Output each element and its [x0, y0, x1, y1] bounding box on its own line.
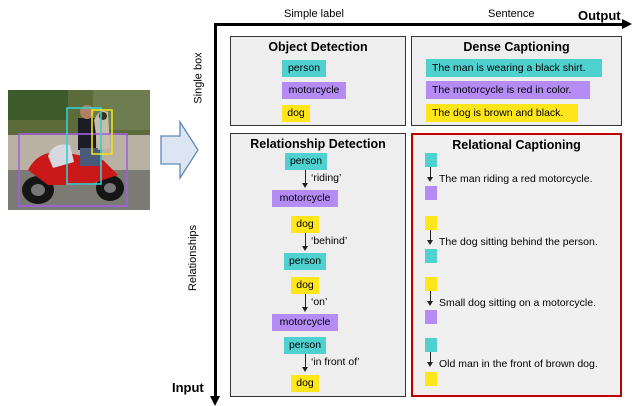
triple-2-subject: dog	[291, 216, 319, 233]
caption-3-arrowhead	[427, 301, 433, 306]
caption-4-subject-marker	[425, 338, 437, 352]
output-label: Output	[578, 8, 621, 23]
input-photo	[8, 90, 150, 210]
triple-2-arrowhead	[302, 246, 308, 251]
triple-3-subject: dog	[291, 277, 319, 294]
dense-caption-1: The man is wearing a black shirt.	[426, 59, 602, 77]
relationship-detection-panel: Relationship Detection person ‘riding’ m…	[230, 133, 406, 397]
row-header-relationships: Relationships	[187, 224, 200, 292]
relationship-detection-title: Relationship Detection	[250, 137, 386, 151]
object-detection-title: Object Detection	[268, 40, 368, 54]
row-header-single-box: Single box	[192, 52, 205, 104]
input-axis-arrowhead	[210, 396, 220, 406]
caption-4-arrow-line	[430, 352, 431, 363]
caption-1-text: The man riding a red motorcycle.	[439, 173, 593, 185]
triple-4-arrowhead	[302, 367, 308, 372]
triple-3-arrowhead	[302, 307, 308, 312]
caption-1-object-marker	[425, 186, 437, 200]
relational-captioning-title: Relational Captioning	[452, 138, 581, 152]
caption-2-text: The dog sitting behind the person.	[439, 236, 598, 248]
triple-2-object: person	[284, 253, 326, 270]
triple-2-predicate: ‘behind’	[311, 235, 348, 247]
triple-1-subject: person	[285, 153, 327, 170]
triple-4-arrow-line	[305, 354, 306, 368]
dense-captioning-panel: Dense Captioning The man is wearing a bl…	[411, 36, 622, 126]
triple-2-arrow-line	[305, 233, 306, 247]
triple-1-arrowhead	[302, 183, 308, 188]
input-label: Input	[172, 380, 204, 395]
input-axis-line	[214, 23, 217, 399]
triple-4-predicate: ‘in front of’	[311, 356, 360, 368]
caption-2-arrow-line	[430, 230, 431, 241]
caption-2-arrowhead	[427, 240, 433, 245]
caption-2-subject-marker	[425, 216, 437, 230]
label-motorcycle: motorcycle	[282, 82, 346, 99]
label-person: person	[282, 60, 326, 77]
triple-1-object: motorcycle	[272, 190, 338, 207]
triple-1-predicate: ‘riding’	[311, 172, 342, 184]
column-header-sentence: Sentence	[488, 8, 535, 20]
triple-3-object: motorcycle	[272, 314, 338, 331]
triple-4-subject: person	[284, 337, 326, 354]
caption-2-object-marker	[425, 249, 437, 263]
triple-4-object: dog	[291, 375, 319, 392]
caption-4-arrowhead	[427, 362, 433, 367]
object-detection-panel: Object Detection person motorcycle dog	[230, 36, 406, 126]
triple-1-arrow-line	[305, 170, 306, 184]
transform-arrow	[160, 120, 199, 180]
caption-3-object-marker	[425, 310, 437, 324]
dense-caption-3: The dog is brown and black.	[426, 104, 578, 122]
output-axis-line	[214, 23, 624, 26]
column-header-simple-label: Simple label	[284, 8, 344, 20]
output-axis-arrowhead	[622, 19, 632, 29]
caption-3-text: Small dog sitting on a motorcycle.	[439, 297, 596, 309]
triple-3-arrow-line	[305, 294, 306, 308]
caption-1-arrow-line	[430, 167, 431, 178]
dense-captioning-title: Dense Captioning	[463, 40, 570, 54]
caption-4-text: Old man in the front of brown dog.	[439, 358, 598, 370]
relational-captioning-panel: Relational Captioning The man riding a r…	[411, 133, 622, 397]
dense-caption-2: The motorcycle is red in color.	[426, 81, 590, 99]
caption-3-subject-marker	[425, 277, 437, 291]
caption-3-arrow-line	[430, 291, 431, 302]
caption-1-subject-marker	[425, 153, 437, 167]
triple-3-predicate: ‘on’	[311, 296, 328, 308]
caption-1-arrowhead	[427, 177, 433, 182]
caption-4-object-marker	[425, 372, 437, 386]
label-dog: dog	[282, 105, 310, 122]
